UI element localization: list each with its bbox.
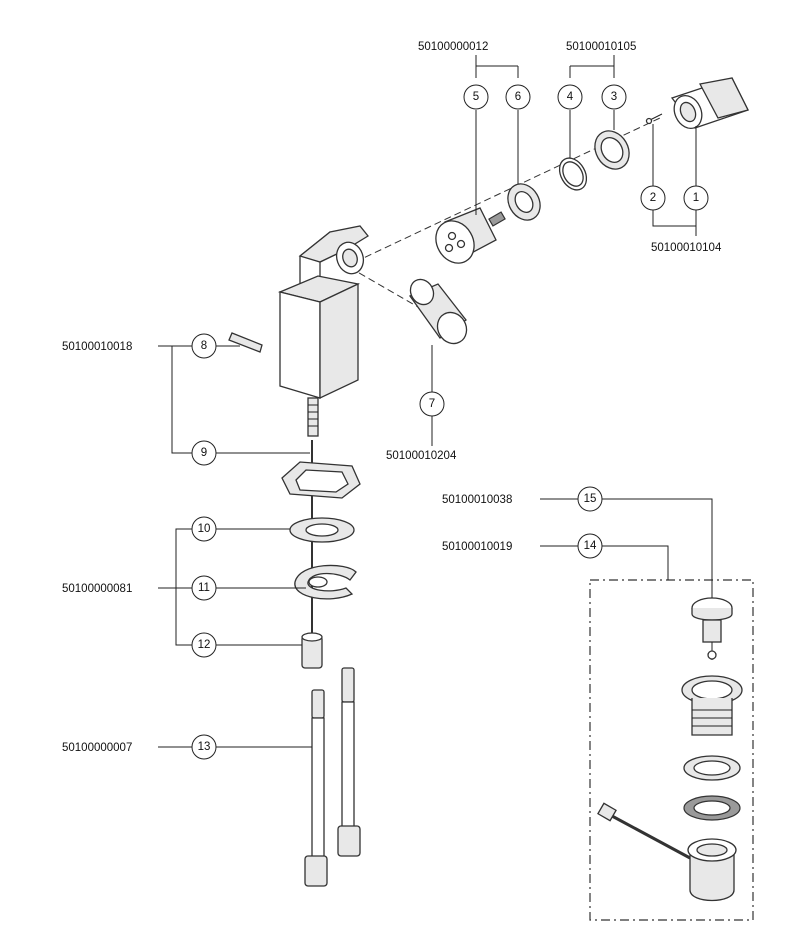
callout-group-13: 50100000007 13 bbox=[62, 734, 312, 760]
callout-4 bbox=[557, 84, 583, 110]
part-mixer-body bbox=[277, 225, 369, 437]
part-code-15: 50100010038 bbox=[442, 494, 512, 506]
part-cartridge-nut bbox=[594, 130, 630, 170]
callout-10-label: 10 bbox=[198, 523, 211, 535]
part-waste-tail bbox=[597, 802, 737, 902]
callout-group-3-4: 50100010105 4 3 bbox=[557, 41, 636, 158]
callout-9-label: 9 bbox=[201, 447, 207, 459]
callout-3 bbox=[601, 84, 627, 110]
part-base-gasket bbox=[281, 461, 361, 499]
part-code-14: 50100010019 bbox=[442, 541, 512, 553]
callout-5-label: 5 bbox=[473, 91, 479, 103]
callout-5 bbox=[463, 84, 489, 110]
callout-13-label: 13 bbox=[198, 741, 211, 753]
part-o-ring bbox=[558, 157, 588, 191]
callout-14-label: 14 bbox=[584, 540, 597, 552]
part-waste-washer bbox=[683, 755, 741, 781]
callout-group-1-2: 2 1 50100010104 bbox=[640, 124, 722, 254]
part-code-7: 50100010204 bbox=[386, 450, 457, 462]
callout-6-label: 6 bbox=[515, 91, 521, 103]
callout-group-10-12: 50100000081 10 11 12 bbox=[62, 516, 306, 658]
part-aerator bbox=[409, 278, 468, 345]
part-waste-body bbox=[681, 675, 743, 736]
part-washer bbox=[289, 517, 355, 543]
callout-12-label: 12 bbox=[198, 639, 211, 651]
part-code-3-4: 50100010105 bbox=[566, 41, 636, 53]
part-flexible-hoses bbox=[304, 667, 361, 887]
part-mounting-nut bbox=[301, 632, 323, 669]
callout-8-label: 8 bbox=[201, 340, 207, 352]
part-code-1-2: 50100010104 bbox=[651, 242, 722, 254]
part-code-8-9: 50100010018 bbox=[62, 341, 132, 353]
part-code-10-12: 50100000081 bbox=[62, 583, 132, 595]
callout-6 bbox=[505, 84, 531, 110]
part-code-13: 50100000007 bbox=[62, 742, 132, 754]
callout-group-14: 50100010019 14 bbox=[442, 533, 669, 580]
callout-3-label: 3 bbox=[611, 91, 617, 103]
callout-group-8-9: 50100010018 8 9 bbox=[62, 333, 310, 466]
part-ceramic-cartridge bbox=[435, 207, 506, 264]
part-horseshoe-clamp bbox=[294, 564, 357, 600]
callout-group-5-6: 50100000012 5 6 bbox=[418, 41, 531, 215]
callout-15-label: 15 bbox=[584, 493, 597, 505]
callout-11-label: 11 bbox=[198, 582, 210, 594]
part-pop-up-rod bbox=[228, 332, 263, 353]
callout-group-15: 50100010038 15 bbox=[442, 486, 713, 598]
part-seat-ring bbox=[507, 183, 541, 221]
part-waste-plug bbox=[691, 597, 733, 660]
callout-group-7: 7 50100010204 bbox=[386, 345, 457, 462]
part-grub-screw bbox=[645, 113, 663, 125]
waste-assembly-box bbox=[589, 579, 754, 921]
callout-7-label: 7 bbox=[429, 398, 435, 410]
part-code-5-6: 50100000012 bbox=[418, 41, 488, 53]
callout-4-label: 4 bbox=[567, 91, 574, 103]
callout-2-label: 2 bbox=[650, 192, 656, 204]
callout-1-label: 1 bbox=[693, 192, 699, 204]
part-waste-locknut bbox=[683, 795, 741, 821]
part-handle-lever bbox=[670, 77, 749, 130]
